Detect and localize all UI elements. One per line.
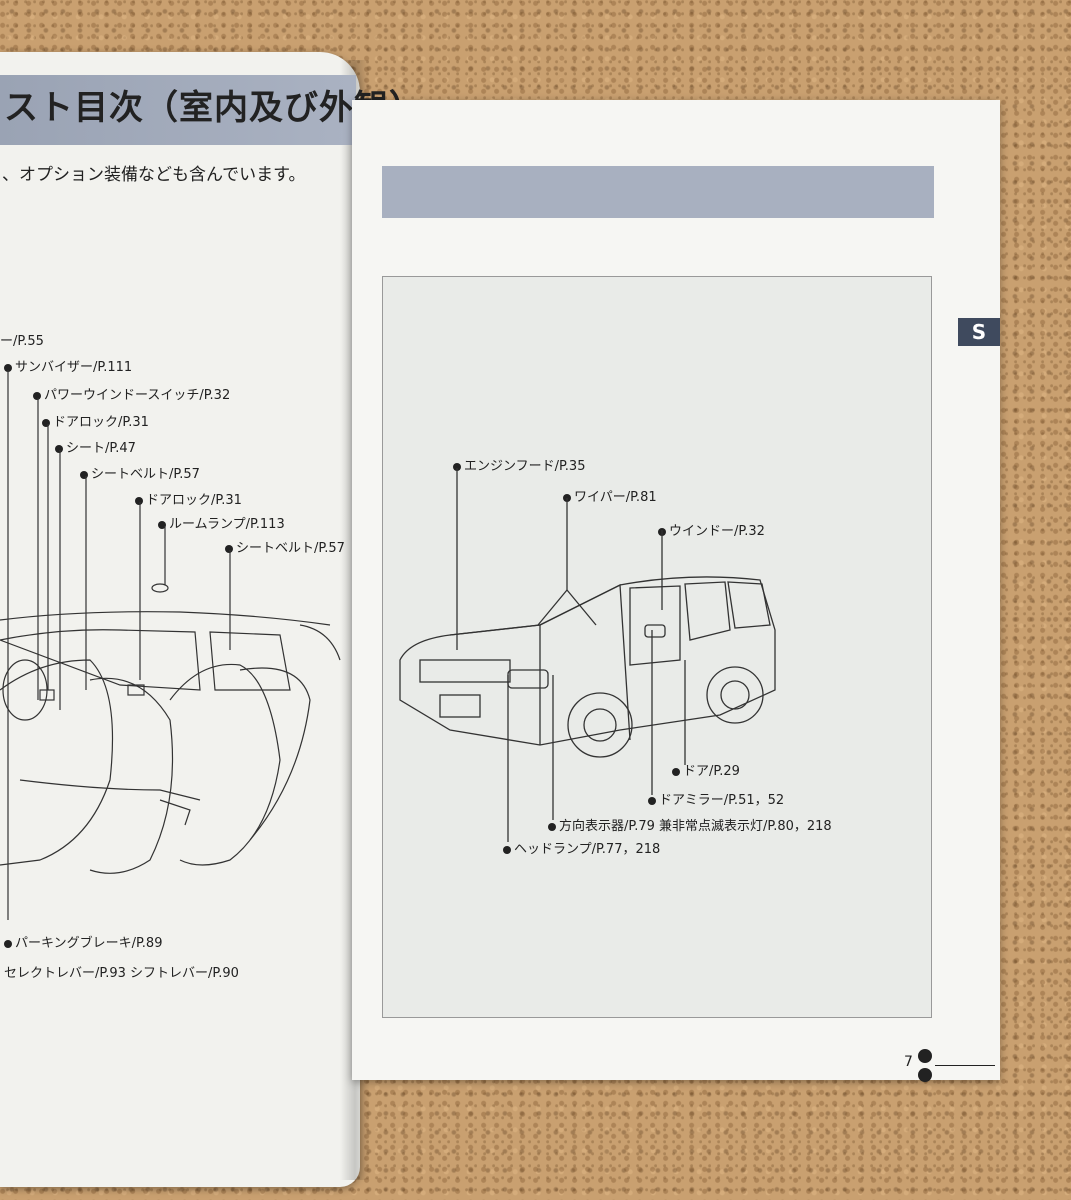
label-item: ドア/P.29 [672, 760, 740, 779]
interior-illustration [0, 370, 341, 920]
label-item: パーキングブレーキ/P.89 [4, 932, 162, 951]
label-item: エンジンフード/P.35 [453, 455, 585, 474]
right-page [352, 100, 1000, 1080]
label-item: シートベルト/P.57 [80, 463, 200, 482]
left-page-subtitle: 、オプション装備なども含んでいます。 [2, 165, 306, 185]
label-item: ドアミラー/P.51，52 [648, 789, 784, 808]
label-item: ワイパー/P.81 [563, 486, 657, 505]
label-item: セレクトレバー/P.93 シフトレバー/P.90 [4, 966, 239, 981]
page-dot-icon [918, 1068, 932, 1082]
label-item: シート/P.47 [55, 437, 136, 456]
label-item: ドアロック/P.31 [135, 489, 242, 508]
left-header-band [0, 75, 356, 145]
bullet-icon [503, 845, 511, 854]
bullet-icon [648, 796, 656, 805]
exterior-diagram-box [382, 276, 932, 1018]
bullet-icon [225, 544, 233, 553]
bullet-icon [453, 462, 461, 471]
bullet-icon [80, 470, 88, 479]
bullet-icon [55, 444, 63, 453]
label-item: シートベルト/P.57 [225, 537, 345, 556]
bullet-icon [4, 363, 12, 372]
label-item: パワーウインドースイッチ/P.32 [33, 384, 230, 403]
label-item: ー/P.55 [0, 334, 44, 349]
bullet-icon [135, 496, 143, 505]
right-header-band [382, 166, 934, 218]
bullet-icon [42, 418, 50, 427]
page-dot-icon [918, 1049, 932, 1063]
label-item: ヘッドランプ/P.77，218 [503, 838, 660, 857]
bullet-icon [672, 767, 680, 776]
label-item: サンバイザー/P.111 [4, 356, 132, 375]
section-tab-s: S [958, 318, 1000, 346]
bullet-icon [548, 822, 556, 831]
label-item: ドアロック/P.31 [42, 411, 149, 430]
page-number: 7 [904, 1054, 913, 1070]
page-number-rule [935, 1065, 995, 1066]
bullet-icon [563, 493, 571, 502]
label-item: 方向表示器/P.79 兼非常点滅表示灯/P.80，218 [548, 815, 832, 834]
bullet-icon [158, 520, 166, 529]
bullet-icon [4, 939, 12, 948]
bullet-icon [33, 391, 41, 400]
car-exterior-illustration [399, 468, 776, 842]
label-item: ルームランプ/P.113 [158, 513, 285, 532]
